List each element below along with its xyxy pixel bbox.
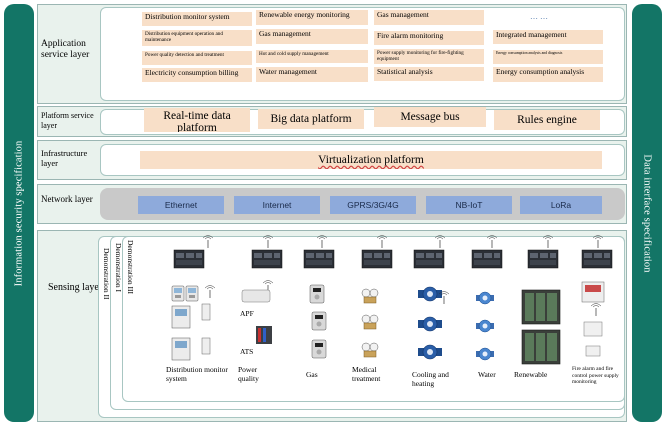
rules-engine: Rules engine [494, 110, 600, 130]
app-statistical-analysis: Statistical analysis [374, 67, 484, 81]
application-layer-label: Application service layer [41, 39, 90, 60]
network-ethernet: Ethernet [138, 196, 224, 214]
app-gas-management-3: Gas management [374, 10, 484, 25]
app-water-management: Water management [256, 67, 368, 82]
information-security-bar: Information security specification [4, 4, 34, 422]
network-internet: Internet [234, 196, 320, 214]
network-gprs: GPRS/3G/4G [330, 196, 416, 214]
category-distribution-monitor: Distribution monitor system [166, 365, 228, 383]
category-cooling-heating: Cooling and heating [412, 370, 449, 388]
message-bus: Message bus [374, 107, 486, 127]
category-power-quality: Power quality [238, 365, 259, 383]
category-fire-alarm: Fire alarm and fire control power supply… [572, 366, 619, 385]
virtualization-platform: Virtualization platform [140, 151, 602, 169]
sensing-layer-label: Sensing layer [48, 282, 103, 293]
app-energy-diagnosis: Energy consumption analysis and diagnosi… [493, 50, 603, 64]
app-electricity-billing: Electricity consumption billing [142, 68, 252, 82]
ats-label: ATS [240, 347, 254, 356]
app-gas-management-2: Gas management [256, 29, 368, 44]
app-distribution-om: Distribution equipment operation and mai… [142, 30, 252, 46]
app-renewable-monitoring: Renewable energy monitoring [256, 10, 368, 25]
app-power-quality: Power quality detection and treatment [142, 51, 252, 65]
category-medical-treatment: Medical treatment [352, 365, 381, 383]
app-distribution-monitor: Distribution monitor system [142, 12, 252, 26]
network-nbiot: NB-IoT [426, 196, 512, 214]
app-integrated-management: Integrated management [493, 30, 603, 44]
category-water: Water [478, 370, 496, 379]
virtualization-label: Virtualization platform [318, 154, 424, 166]
app-fire-power-supply: Power supply monitoring for fire-fightin… [374, 49, 484, 64]
apf-label: APF [240, 309, 254, 318]
data-interface-bar: Data interface specification [632, 4, 662, 422]
platform-layer-label: Platform service layer [41, 111, 94, 130]
more-ellipsis: … … [530, 12, 548, 21]
real-time-data-platform: Real-time data platform [144, 108, 250, 132]
category-renewable: Renewable [514, 370, 548, 379]
network-lora: LoRa [520, 196, 602, 214]
infrastructure-layer-label: Infrastructure layer [41, 148, 88, 168]
app-fire-alarm: Fire alarm monitoring [374, 31, 484, 45]
big-data-platform: Big data platform [258, 109, 364, 129]
network-layer-label: Network layer [41, 194, 93, 204]
app-hot-cold-supply: Hot and cold supply management [256, 50, 368, 63]
app-energy-analysis: Energy consumption analysis [493, 67, 603, 82]
category-gas: Gas [306, 370, 318, 379]
